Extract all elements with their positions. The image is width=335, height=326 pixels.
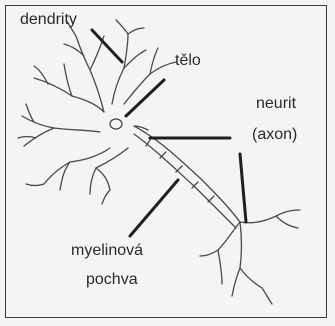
label-cell-body: tělo xyxy=(175,51,201,71)
dendrite-left xyxy=(18,104,54,146)
dendrite-lower xyxy=(26,162,110,204)
pointer-myelin xyxy=(130,180,178,236)
neuron-outline xyxy=(18,20,300,304)
myelin-segments xyxy=(146,140,214,202)
label-pointers xyxy=(92,30,246,236)
axon-terminal xyxy=(200,210,300,304)
label-neurite: neurit xyxy=(256,94,296,114)
label-myelin: myelinová xyxy=(71,241,143,261)
label-axon: (axon) xyxy=(252,125,297,145)
label-myelin-sheath: pochva xyxy=(86,270,138,290)
pointer-body xyxy=(126,80,164,116)
dendrite-upper-right xyxy=(116,20,176,74)
label-dendrites: dendrity xyxy=(20,10,77,30)
cell-nucleus xyxy=(110,119,122,129)
pointer-neurite xyxy=(240,154,246,222)
